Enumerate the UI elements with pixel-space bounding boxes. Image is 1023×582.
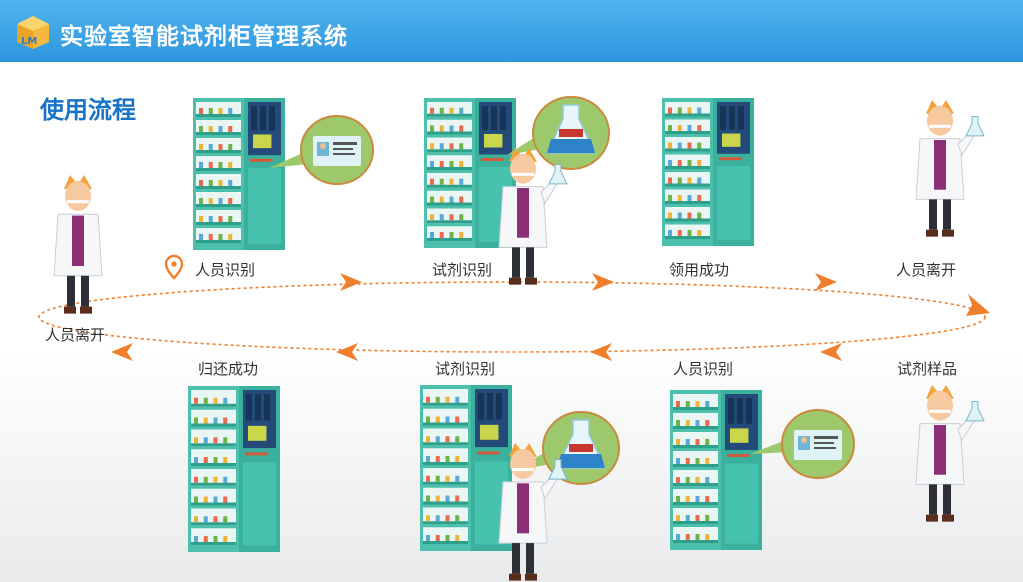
scientist-icon [915, 385, 985, 522]
step-label-person-identify-bottom: 人员识别 [673, 360, 734, 378]
flow-arrow-7 [336, 343, 358, 361]
step-label-reagent-identify-bottom: 试剂识别 [435, 360, 496, 378]
flow-arrow-2 [592, 273, 614, 291]
scientist-icon [498, 443, 568, 581]
cabinet-icon [193, 98, 285, 250]
cabinet-icon [424, 98, 516, 248]
step-label-checkout-success: 领用成功 [669, 261, 730, 279]
flow-arrow-6 [590, 343, 612, 361]
step-label-person-identify-top: 人员识别 [195, 261, 256, 279]
flow-arrow-1 [340, 273, 362, 291]
flow-loop-path [38, 281, 986, 353]
step-label-person-leave-top: 人员离开 [896, 261, 957, 279]
logo-lettering: LM [21, 36, 37, 47]
flask-bubble-icon [517, 411, 620, 485]
cabinet-icon [420, 385, 512, 551]
app-logo-icon: LM [17, 16, 49, 49]
scientist-icon [498, 148, 568, 285]
cabinet-icon [670, 390, 762, 550]
scientist-icon [915, 100, 985, 237]
step-label-person-leave-left: 人员离开 [45, 326, 106, 344]
cabinet-icon [662, 98, 754, 246]
header-bar: LM 实验室智能试剂柜管理系统 [0, 0, 1023, 62]
id-card-bubble-icon [269, 115, 374, 185]
scientist-icon [53, 175, 103, 314]
id-card-bubble-icon [750, 409, 855, 479]
flask-bubble-icon [507, 96, 610, 170]
flow-arrow-8 [111, 343, 133, 361]
flow-arrow-5 [820, 343, 842, 361]
step-label-reagent-sample: 试剂样品 [897, 360, 958, 378]
flow-arrow-4 [966, 294, 990, 316]
app-title: 实验室智能试剂柜管理系统 [60, 24, 348, 50]
flow-arrow-3 [815, 273, 837, 291]
step-label-return-success: 归还成功 [198, 360, 259, 378]
step-label-reagent-identify-top: 试剂识别 [432, 261, 493, 279]
cabinet-icon [188, 386, 280, 552]
location-pin-icon [164, 254, 184, 280]
section-title: 使用流程 [40, 96, 136, 124]
